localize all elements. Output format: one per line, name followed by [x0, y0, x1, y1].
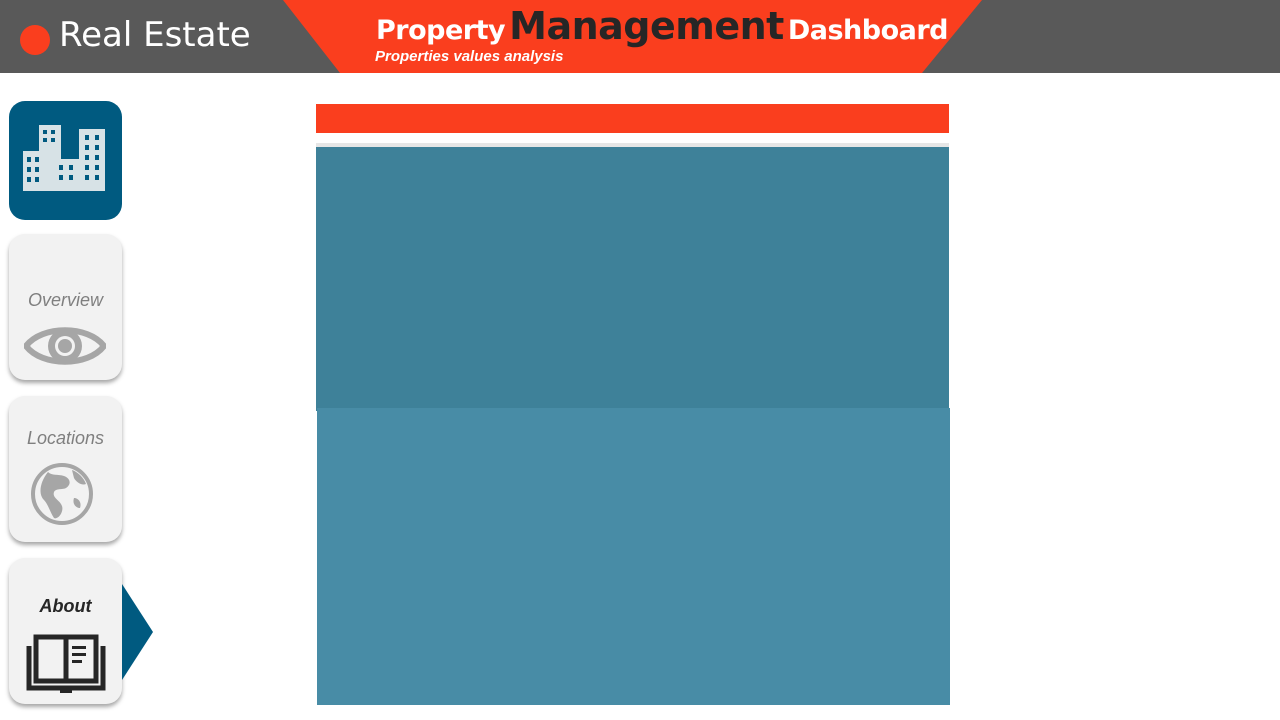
globe-icon: [31, 463, 93, 525]
page-subtitle: Properties values analysis: [375, 48, 564, 65]
nav-item-about[interactable]: About: [9, 558, 122, 704]
brand-dot: [20, 25, 50, 55]
title-part-property: Property: [376, 15, 506, 46]
content-divider: [316, 143, 949, 147]
brand-name: Real Estate: [59, 15, 251, 55]
nav-item-overview[interactable]: Overview: [9, 234, 122, 380]
content-panel-bottom: [317, 408, 950, 705]
nav-item-label: About: [39, 596, 92, 616]
title-part-dashboard: Dashboard: [787, 15, 949, 46]
title-part-management: Management: [509, 4, 784, 48]
nav-item-label: Locations: [26, 428, 105, 448]
eye-icon: [24, 327, 106, 365]
buildings-logo: [9, 101, 122, 220]
nav-item-label: Overview: [27, 290, 103, 310]
nav-item-locations[interactable]: Locations: [9, 396, 122, 542]
active-item-indicator: [122, 584, 153, 680]
book-icon: [26, 634, 106, 693]
content-panel-top: [316, 147, 949, 411]
content-header-bar: [316, 104, 949, 133]
buildings-icon: [23, 125, 105, 191]
